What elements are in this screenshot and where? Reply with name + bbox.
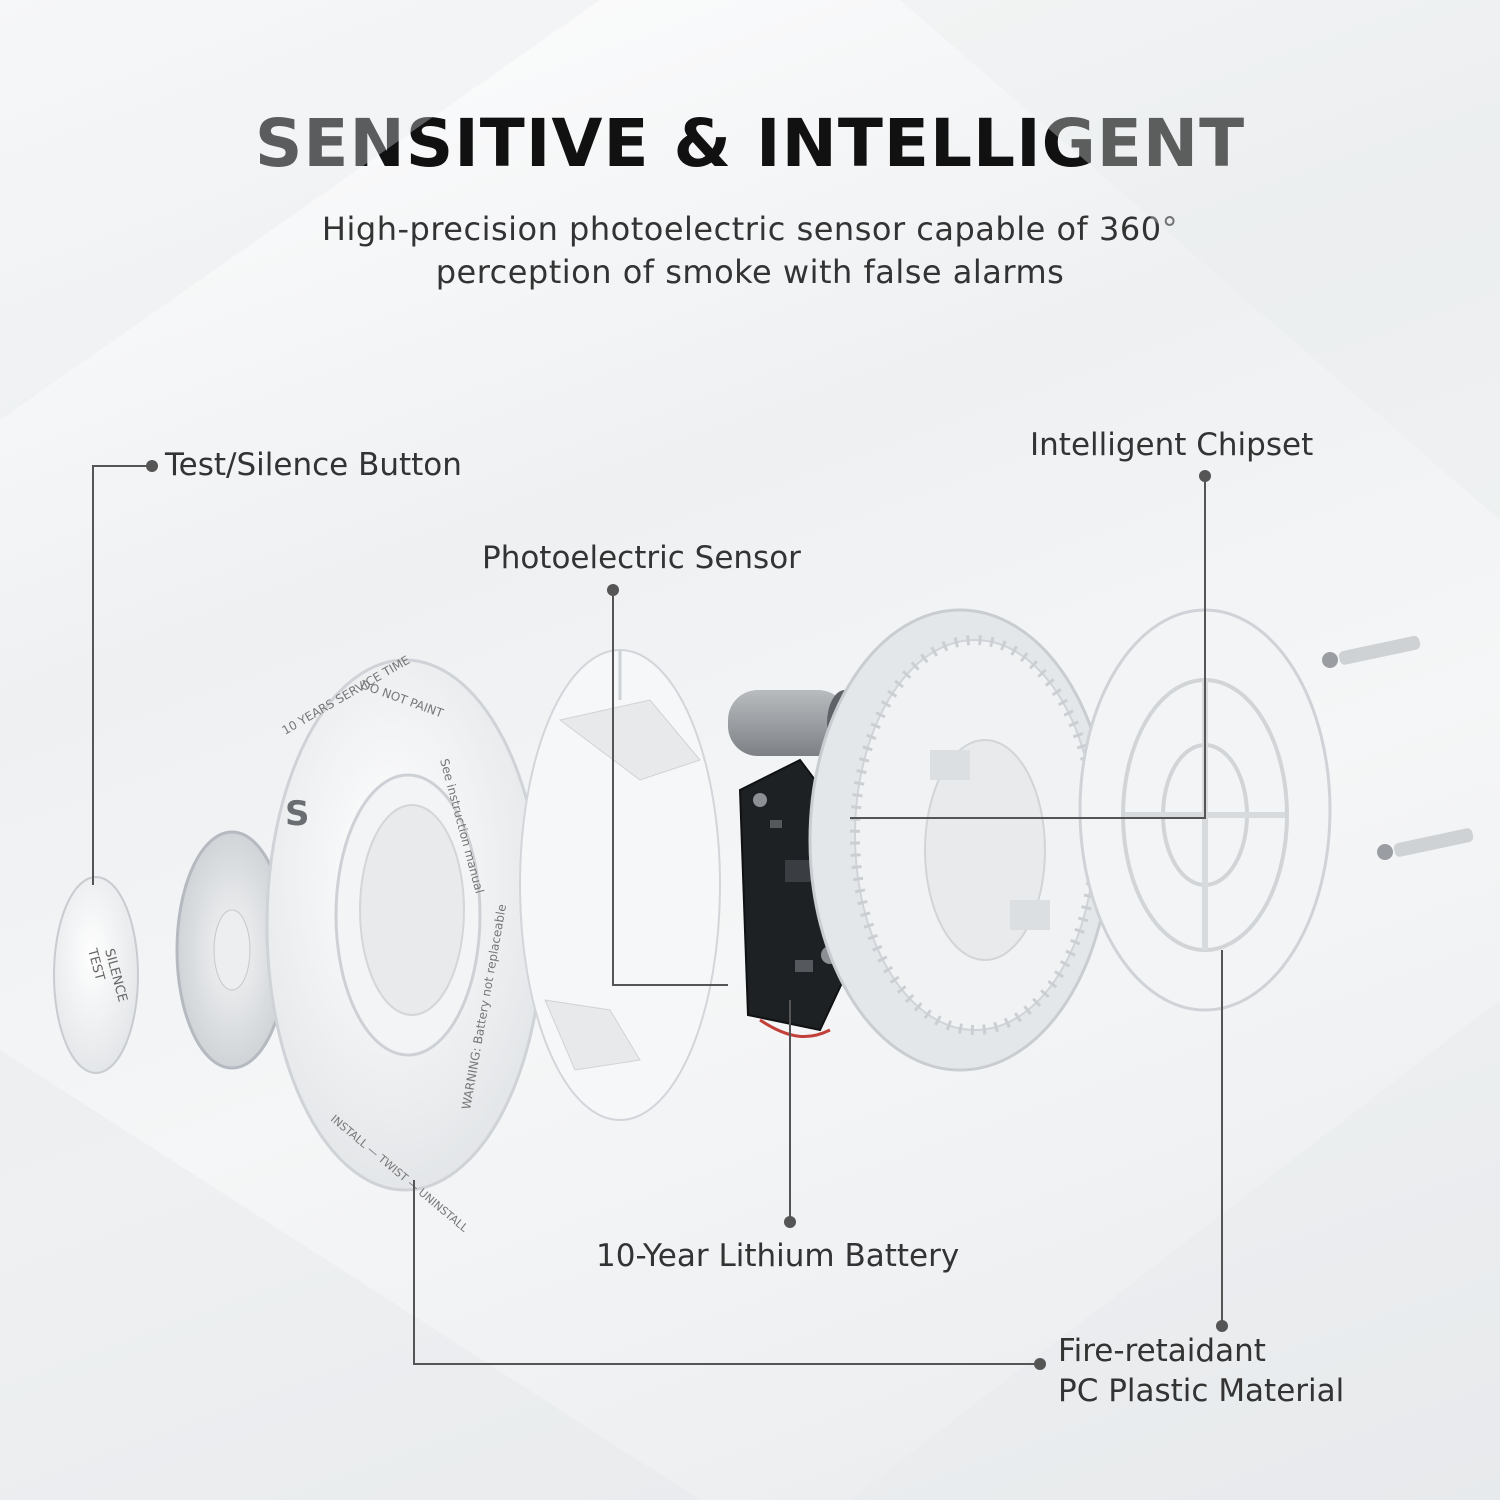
leader-material-cover	[413, 1180, 1040, 1365]
leader-chipset	[850, 476, 1206, 819]
callout-material-line1: Fire-retaidant	[1058, 1333, 1266, 1369]
dot-material-base	[1216, 1320, 1228, 1332]
callout-test-silence-button: Test/Silence Button	[165, 447, 462, 483]
screw-bottom	[1377, 828, 1474, 860]
callout-material-line2: PC Plastic Material	[1058, 1373, 1345, 1409]
main-housing	[808, 608, 1112, 1072]
test-silence-button-disc: TEST SILENCE	[53, 876, 139, 1074]
dot-material-cover	[1034, 1358, 1046, 1370]
leader-lines	[92, 465, 1223, 1365]
front-cover: S 10 YEARS SERVICE TIME DO NOT PAINT See…	[265, 653, 545, 1235]
dot-sensor	[607, 584, 619, 596]
dot-test-button	[146, 460, 158, 472]
leader-test-button	[92, 465, 152, 885]
page-subtitle: High-precision photoelectric sensor capa…	[321, 210, 1179, 291]
brand-mark: S	[285, 794, 310, 834]
leader-sensor	[612, 590, 728, 986]
dot-battery	[784, 1216, 796, 1228]
dot-chipset	[1199, 470, 1211, 482]
callout-intelligent-chipset: Intelligent Chipset	[1030, 427, 1314, 463]
callout-lithium-battery: 10-Year Lithium Battery	[596, 1238, 960, 1274]
leader-dots	[146, 460, 1228, 1370]
callout-photoelectric-sensor: Photoelectric Sensor	[482, 540, 801, 576]
page-title: SENSITIVE & INTELLIGENT	[254, 105, 1246, 182]
screw-top	[1322, 635, 1421, 668]
sensor-shield-plate	[519, 649, 721, 1121]
